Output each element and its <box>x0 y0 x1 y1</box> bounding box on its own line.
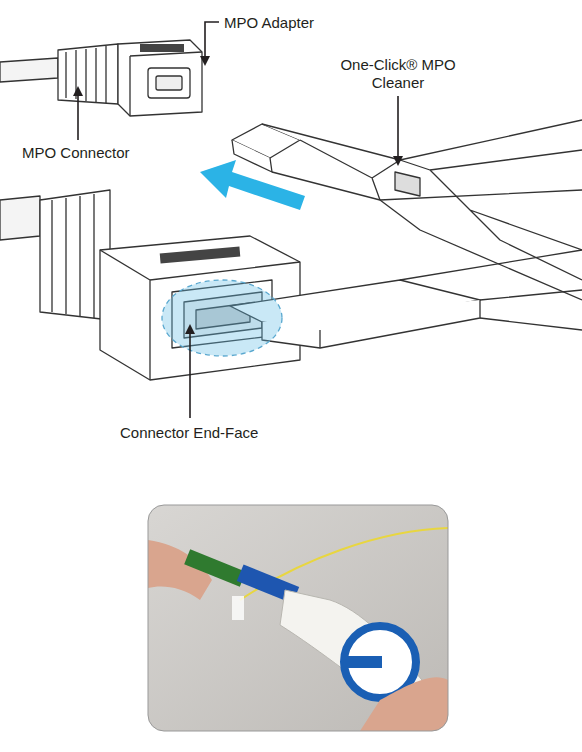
callout-label: One-Click® MPO Cleaner <box>340 56 456 92</box>
callout-label: MPO Connector <box>22 144 162 162</box>
callout-label: MPO Adapter <box>224 14 364 32</box>
callout-label: Connector End-Face <box>120 424 290 442</box>
